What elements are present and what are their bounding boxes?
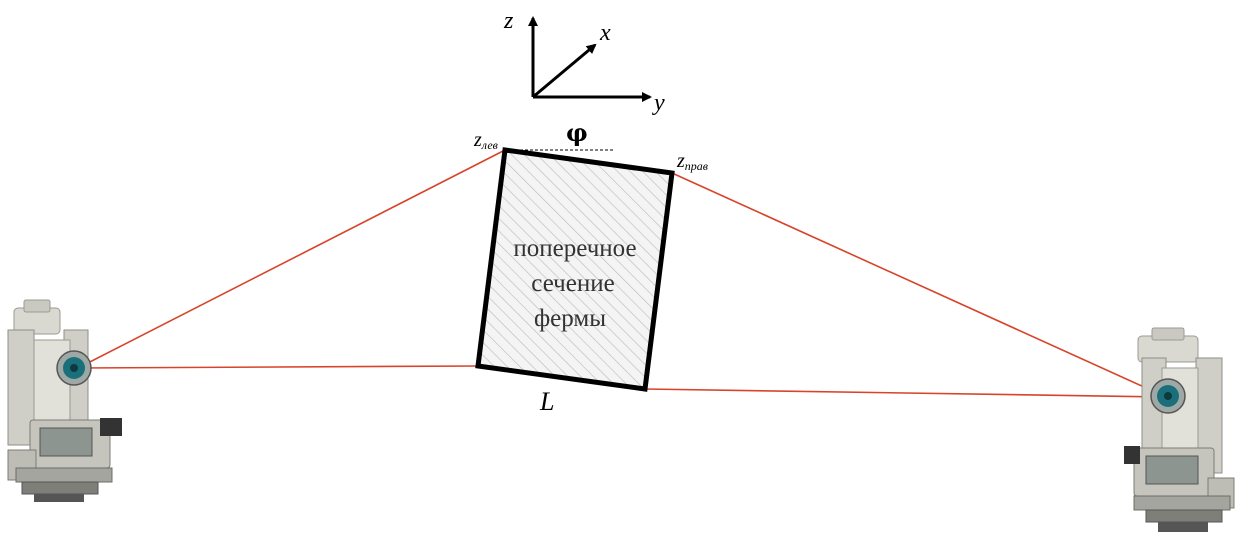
z-left-label: zлев: [473, 129, 498, 152]
x-axis: [532, 43, 597, 99]
truss-cross-section: поперечное сечение фермы: [475, 147, 675, 392]
sight-line-left-top: [77, 149, 506, 369]
sight-lines: [77, 149, 1167, 398]
section-label-line-1: поперечное: [513, 235, 636, 262]
z-axis-label: z: [503, 8, 514, 34]
z-left-main: z: [473, 129, 482, 151]
section-label-line-2: сечение: [531, 270, 614, 297]
total-station-right-icon: [1124, 327, 1235, 532]
section-label-line-3: фермы: [534, 305, 606, 332]
y-axis-label: y: [652, 90, 665, 116]
z-right-subscript: прав: [685, 159, 708, 173]
total-station-left-icon: [7, 299, 122, 502]
sight-line-right-top: [671, 172, 1167, 398]
sight-line-right-bottom: [644, 388, 1167, 398]
phi-angle-label: φ: [566, 118, 588, 147]
x-axis-label: x: [599, 20, 611, 46]
length-label: L: [539, 387, 554, 416]
z-left-subscript: лев: [481, 138, 498, 152]
sight-line-left-bottom: [77, 365, 479, 369]
cross-section-rectangle: [475, 147, 675, 392]
z-right-main: z: [676, 150, 685, 172]
z-right-label: zправ: [676, 150, 708, 173]
coordinate-axes: z x y: [503, 8, 665, 116]
